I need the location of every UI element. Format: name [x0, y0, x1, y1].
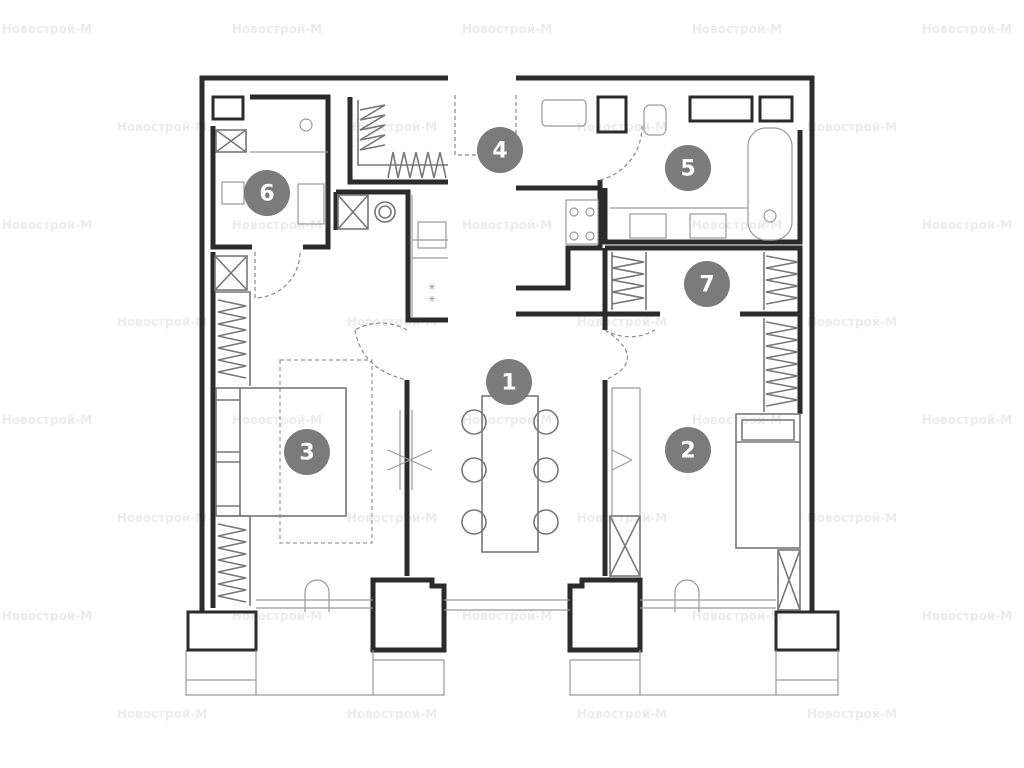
room-badge-3: 3 — [284, 429, 330, 475]
watermark: Новострой-М — [116, 120, 208, 134]
room-number: 6 — [259, 182, 274, 207]
watermark: Новострой-М — [116, 707, 208, 721]
room-number: 1 — [501, 371, 516, 396]
watermark: Новострой-М — [921, 22, 1013, 36]
watermark: Новострой-М — [576, 315, 668, 329]
watermark: Новострой-М — [231, 22, 323, 36]
watermark: Новострой-М — [116, 315, 208, 329]
watermark: Новострой-М — [116, 511, 208, 525]
watermark: Новострой-М — [691, 218, 783, 232]
watermark: Новострой-М — [576, 707, 668, 721]
room-number: 4 — [492, 139, 507, 164]
room-number: 5 — [680, 157, 695, 182]
watermark: Новострой-М — [806, 120, 898, 134]
room-number: 3 — [299, 441, 314, 466]
watermark: Новострой-М — [1, 22, 93, 36]
room-badge-4: 4 — [477, 127, 523, 173]
room-number: 2 — [680, 439, 695, 464]
watermark: Новострой-М — [691, 413, 783, 427]
watermark: Новострой-М — [231, 218, 323, 232]
watermark: Новострой-М — [1, 609, 93, 623]
watermark: Новострой-М — [806, 707, 898, 721]
room-badge-6: 6 — [244, 170, 290, 216]
left-inner-walls: ✳ ✳ — [210, 94, 700, 612]
room-badge-2: 2 — [665, 427, 711, 473]
watermark: Новострой-М — [1, 413, 93, 427]
watermark: Новострой-М — [346, 707, 438, 721]
watermark: Новострой-М — [231, 413, 323, 427]
room-badge-7: 7 — [684, 261, 730, 307]
watermark: Новострой-М — [921, 609, 1013, 623]
watermark: Новострой-М — [346, 511, 438, 525]
watermark: Новострой-М — [691, 22, 783, 36]
room-badge-1: 1 — [486, 359, 532, 405]
watermark: Новострой-М — [921, 413, 1013, 427]
outer-walls — [185, 75, 840, 696]
room-badge-5: 5 — [665, 145, 711, 191]
watermark: Новострой-М — [691, 609, 783, 623]
watermark: Новострой-М — [921, 218, 1013, 232]
svg-text:✳: ✳ — [428, 283, 436, 293]
room-number: 7 — [699, 273, 714, 298]
right-inner-walls — [478, 95, 803, 611]
watermark: Новострой-М — [461, 218, 553, 232]
watermark: Новострой-М — [806, 315, 898, 329]
watermark: Новострой-М — [576, 511, 668, 525]
dining-table — [461, 395, 559, 553]
watermark: Новострой-М — [806, 511, 898, 525]
watermark: Новострой-М — [461, 22, 553, 36]
watermark: Новострой-М — [1, 218, 93, 232]
svg-text:✳: ✳ — [428, 295, 436, 305]
watermark: Новострой-М — [461, 609, 553, 623]
